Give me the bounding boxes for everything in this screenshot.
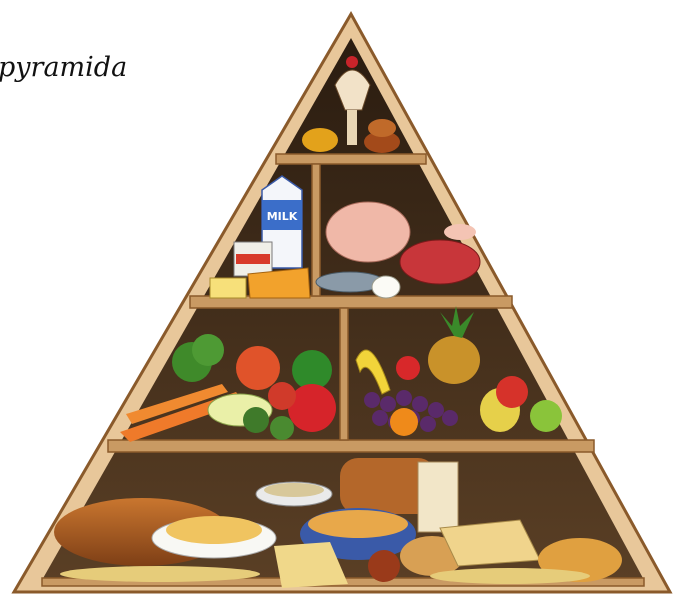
shelf-3 (108, 440, 594, 452)
milk-carton-label: MILK (267, 210, 298, 223)
shelf-1 (276, 154, 426, 164)
divider-upper (312, 164, 320, 296)
divider-middle (340, 308, 348, 440)
